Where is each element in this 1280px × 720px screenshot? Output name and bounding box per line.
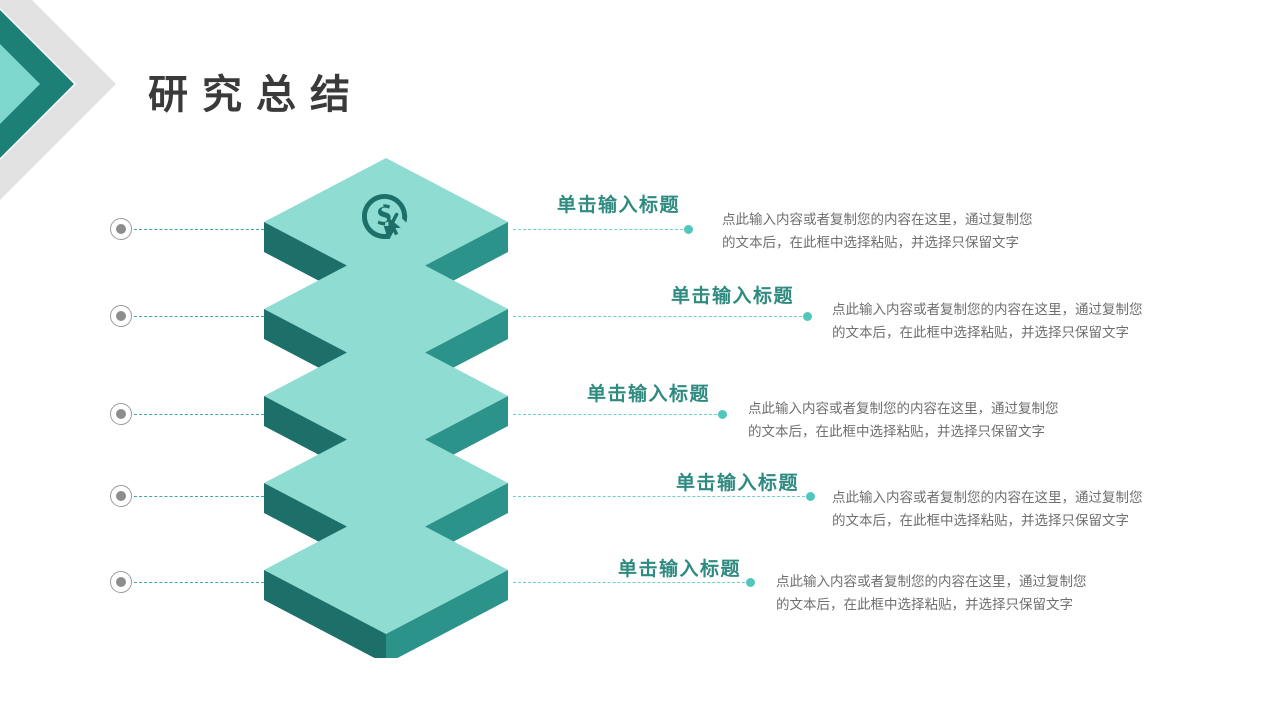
pay-per-click-icon	[362, 194, 408, 240]
page-title: 研究总结	[148, 72, 364, 117]
item-body-3: 点此输入内容或者复制您的内容在这里，通过复制您 的文本后，在此框中选择粘贴，并选…	[748, 397, 1059, 443]
item-body-4: 点此输入内容或者复制您的内容在这里，通过复制您 的文本后，在此框中选择粘贴，并选…	[832, 486, 1177, 532]
item-body-line-2: 的文本后，在此框中选择粘贴，并选择只保留文字	[832, 325, 1129, 340]
item-body-line-1: 点此输入内容或者复制您的内容在这里，通过复制您	[832, 302, 1143, 317]
right-end-dot-2	[803, 312, 812, 321]
left-connector-2	[134, 316, 264, 317]
item-body-line-2: 的文本后，在此框中选择粘贴，并选择只保留文字	[722, 235, 1019, 250]
slab-left-face	[264, 570, 386, 664]
left-connector-3	[134, 414, 264, 415]
item-title-1[interactable]: 单击输入标题	[557, 195, 681, 216]
item-body-5: 点此输入内容或者复制您的内容在这里，通过复制您 的文本后，在此框中选择粘贴，并选…	[776, 570, 1087, 616]
left-marker-1[interactable]	[110, 218, 132, 240]
chevron-layer-mint	[0, 44, 40, 124]
right-end-dot-5	[746, 578, 755, 587]
chevron-layer-teal	[0, 10, 74, 158]
item-body-line-2: 的文本后，在此框中选择粘贴，并选择只保留文字	[748, 424, 1045, 439]
left-marker-2[interactable]	[110, 305, 132, 327]
right-end-dot-3	[718, 410, 727, 419]
item-title-3[interactable]: 单击输入标题	[587, 384, 711, 405]
item-body-1: 点此输入内容或者复制您的内容在这里，通过复制您 的文本后，在此框中选择粘贴，并选…	[722, 208, 1033, 254]
left-connector-5	[134, 582, 264, 583]
item-body-line-1: 点此输入内容或者复制您的内容在这里，通过复制您	[748, 401, 1059, 416]
item-title-2[interactable]: 单击输入标题	[671, 286, 795, 307]
item-body-2: 点此输入内容或者复制您的内容在这里，通过复制您 的文本后，在此框中选择粘贴，并选…	[832, 298, 1177, 344]
slab-right-face	[386, 570, 508, 664]
item-title-4[interactable]: 单击输入标题	[676, 473, 800, 494]
right-connector-2	[513, 316, 807, 317]
item-body-line-2: 的文本后，在此框中选择粘贴，并选择只保留文字	[832, 513, 1129, 528]
stack-slab-5[interactable]	[258, 498, 514, 664]
item-body-line-1: 点此输入内容或者复制您的内容在这里，通过复制您	[832, 490, 1143, 505]
item-body-line-1: 点此输入内容或者复制您的内容在这里，通过复制您	[722, 212, 1033, 227]
item-title-5[interactable]: 单击输入标题	[618, 559, 742, 580]
right-end-dot-4	[806, 492, 815, 501]
right-end-dot-1	[684, 225, 693, 234]
left-connector-1	[134, 229, 264, 230]
right-connector-1	[513, 229, 688, 230]
right-connector-3	[513, 414, 722, 415]
right-connector-4	[513, 496, 810, 497]
item-body-line-2: 的文本后，在此框中选择粘贴，并选择只保留文字	[776, 597, 1073, 612]
item-body-line-1: 点此输入内容或者复制您的内容在这里，通过复制您	[776, 574, 1087, 589]
right-connector-5	[513, 582, 750, 583]
chevron-layer-gray	[0, 0, 116, 200]
left-marker-3[interactable]	[110, 403, 132, 425]
left-connector-4	[134, 496, 264, 497]
left-marker-5[interactable]	[110, 571, 132, 593]
left-marker-4[interactable]	[110, 485, 132, 507]
isometric-stack	[258, 150, 520, 680]
